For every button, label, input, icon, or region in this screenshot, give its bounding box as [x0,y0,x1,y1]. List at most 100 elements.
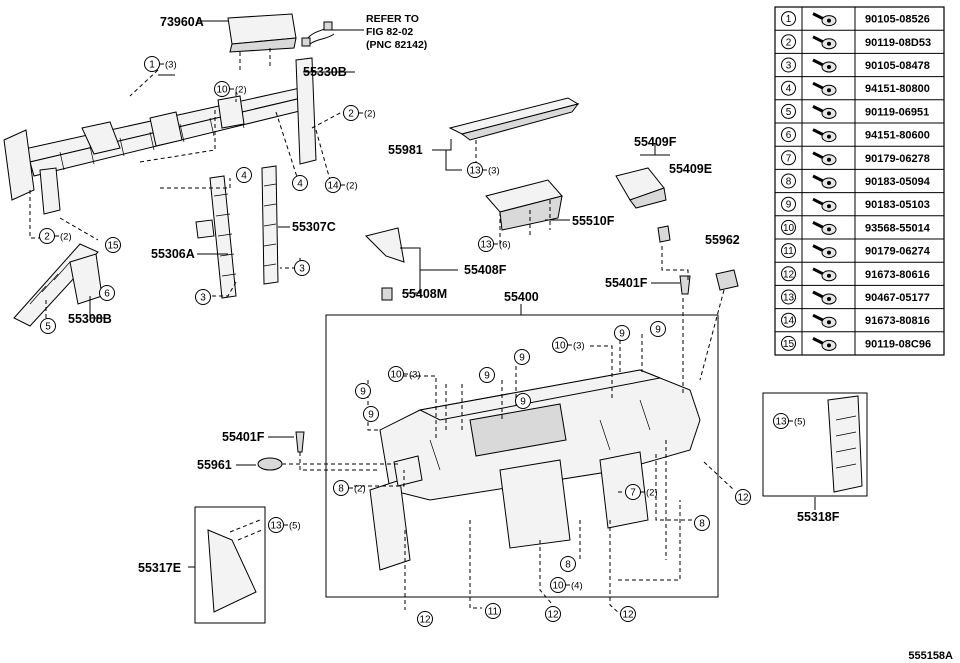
callout-number: 9 [368,410,374,421]
callout-9: 9 [514,349,530,365]
brace-55308b-drawing [13,243,103,327]
legend-callout-number: 1 [786,14,792,25]
fastener-icon [812,35,837,50]
legend-part-number: 90119-08D53 [865,37,931,49]
callout-number: 8 [699,519,705,530]
callout-number: 15 [107,241,119,252]
callout-quantity: (3) [573,341,585,352]
callout-9: 9 [515,393,531,409]
legend-callout-number: 15 [783,339,795,350]
callout-quantity: (3) [488,166,500,177]
callout-number: 2 [44,232,50,243]
callout-15: 15 [105,237,121,253]
legend-callout-number: 6 [786,130,792,141]
callout-quantity: (2) [60,232,72,243]
callout-quantity: (2) [235,85,247,96]
legend-callout-circle [781,127,796,143]
fastener-icon [812,244,837,259]
callout-circle [650,321,666,337]
callout-quantity: (5) [289,521,301,532]
side-cover-55318f-frame [762,392,868,497]
wire-harness-drawing [301,21,335,47]
callout-quantity: (2) [346,181,358,192]
legend-callout-number: 13 [783,293,795,304]
callout-8: 8(2) [333,480,366,496]
callout-circle [417,611,433,627]
panel-55510f-drawing [485,179,563,244]
callout-number: 13 [480,240,492,251]
legend-part-number: 90119-06951 [865,106,929,118]
callout-9: 9 [363,406,379,422]
callout-number: 3 [299,264,305,275]
callout-5: 5 [40,318,56,334]
callout-number: 4 [241,171,247,182]
fastener-icon [812,128,837,143]
label-55317e: 55317E [138,561,181,575]
callout-circle [545,606,561,622]
callout-8: 8 [560,556,576,572]
airbag-module-drawing [227,13,297,70]
callout-number: 4 [297,179,303,190]
callout-circle [514,349,530,365]
callout-13: 13(6) [478,236,511,252]
legend-part-number: 91673-80616 [865,269,930,281]
legend-row: 12 91673-80616 [775,261,944,282]
legend-callout-circle [781,289,796,305]
legend-callout-number: 3 [786,61,792,72]
cover-55981-drawing [448,97,580,165]
legend-part-number: 93568-55014 [865,222,931,234]
callout-circle [515,393,531,409]
label-55306a: 55306A [151,247,195,261]
callout-12: 12 [735,489,751,505]
callout-circle [735,489,751,505]
callout-number: 9 [360,387,366,398]
callout-number: 13 [775,417,787,428]
label-55308b: 55308B [68,312,112,326]
callout-number: 12 [547,610,559,621]
legend-callout-circle [781,219,796,235]
legend-callout-circle [781,243,796,259]
fastener-icon [812,151,837,166]
callout-number: 7 [630,488,636,499]
callout-13: 13(5) [268,517,301,533]
label-55408f: 55408F [464,263,507,277]
callout-12: 12 [417,611,433,627]
callout-quantity: (4) [571,581,583,592]
callout-number: 3 [200,293,206,304]
fastener-icon [812,197,837,212]
callout-number: 12 [622,610,634,621]
legend-callout-number: 4 [786,84,792,95]
legend-callout-circle [781,11,796,27]
reference-note-line-2: FIG 82-02 [366,26,413,38]
reference-note: REFER TO FIG 82-02 (PNC 82142) [366,13,427,51]
label-55408m: 55408M [402,287,447,301]
callout-circle [294,260,310,276]
side-cover-55318f-drawing [827,395,863,493]
callout-10: 10(4) [550,577,583,593]
side-cover-55317e-frame [194,506,266,624]
fastener-icon [812,12,837,27]
callout-circle [694,515,710,531]
instrument-panel-frame [325,314,719,598]
legend-callout-circle [781,80,796,96]
callout-number: 8 [338,484,344,495]
callout-number: 9 [619,329,625,340]
callout-number: 9 [520,397,526,408]
fastener-icon [812,81,837,96]
side-cover-55317e-drawing [207,529,263,613]
brace-55307c-drawing [261,165,279,285]
legend-callout-number: 12 [783,269,795,280]
legend-border [774,6,945,356]
fastener-icon [812,105,837,119]
callout-circle [99,285,115,301]
callout-9: 9 [650,321,666,337]
legend-callout-circle [781,150,796,166]
callout-number: 5 [45,322,51,333]
reference-note-line-1: REFER TO [366,13,419,25]
legend-callout-number: 9 [786,200,792,211]
